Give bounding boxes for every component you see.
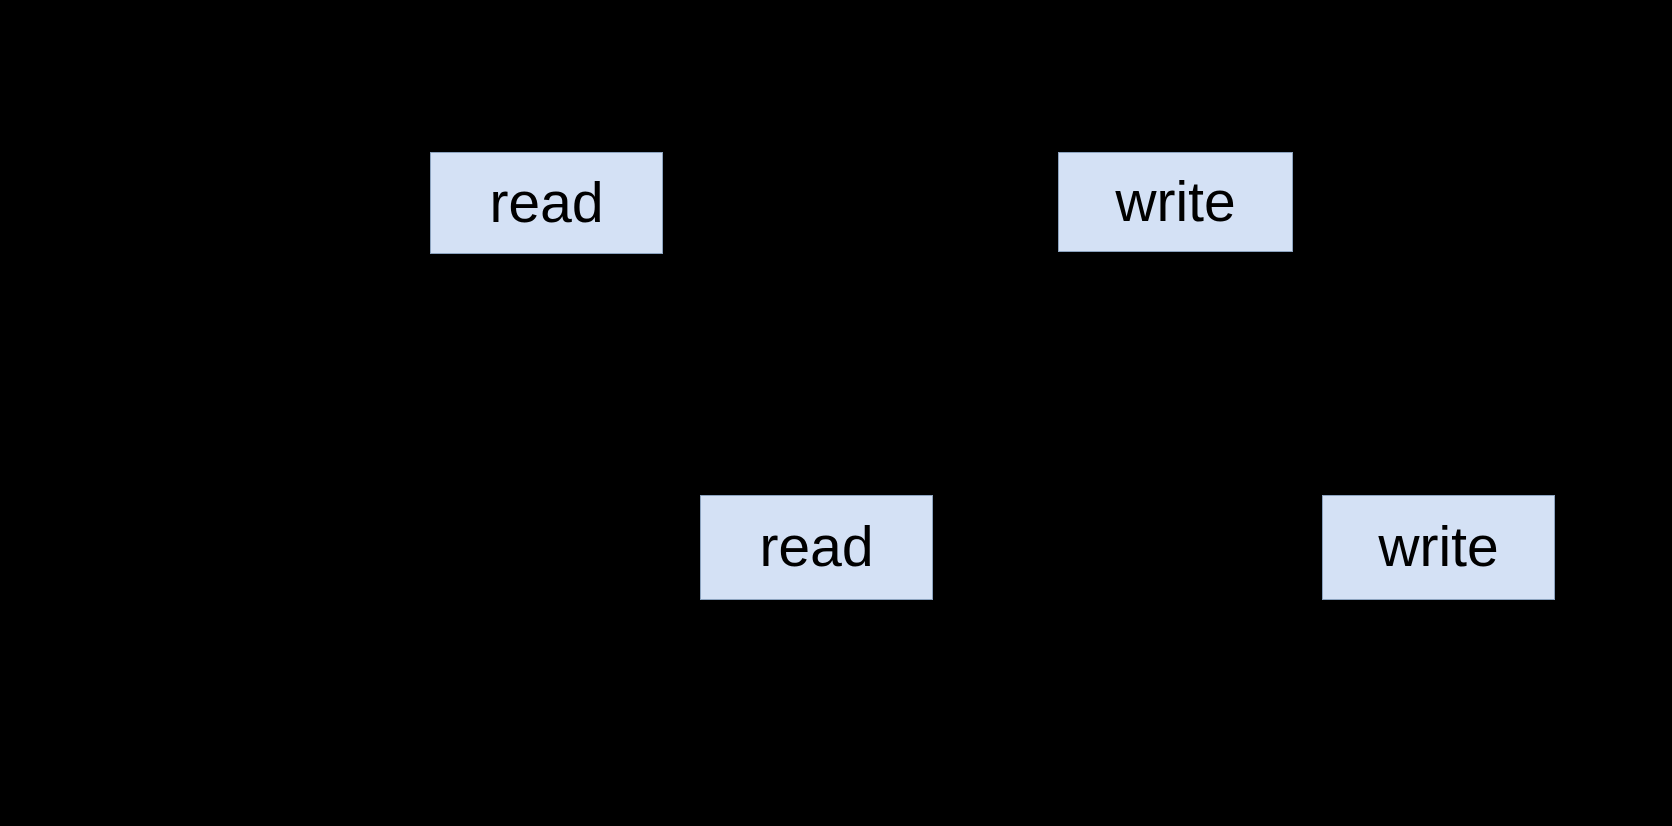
operation-box-label: write xyxy=(1115,169,1236,234)
operation-box-label: read xyxy=(759,515,874,579)
operation-box-read-top[interactable]: read xyxy=(430,152,663,254)
operation-box-label: write xyxy=(1378,515,1499,579)
operation-box-write-bottom[interactable]: write xyxy=(1322,495,1555,600)
operation-box-label: read xyxy=(489,170,604,235)
operation-box-read-bottom[interactable]: read xyxy=(700,495,933,600)
operation-box-write-top[interactable]: write xyxy=(1058,152,1293,252)
